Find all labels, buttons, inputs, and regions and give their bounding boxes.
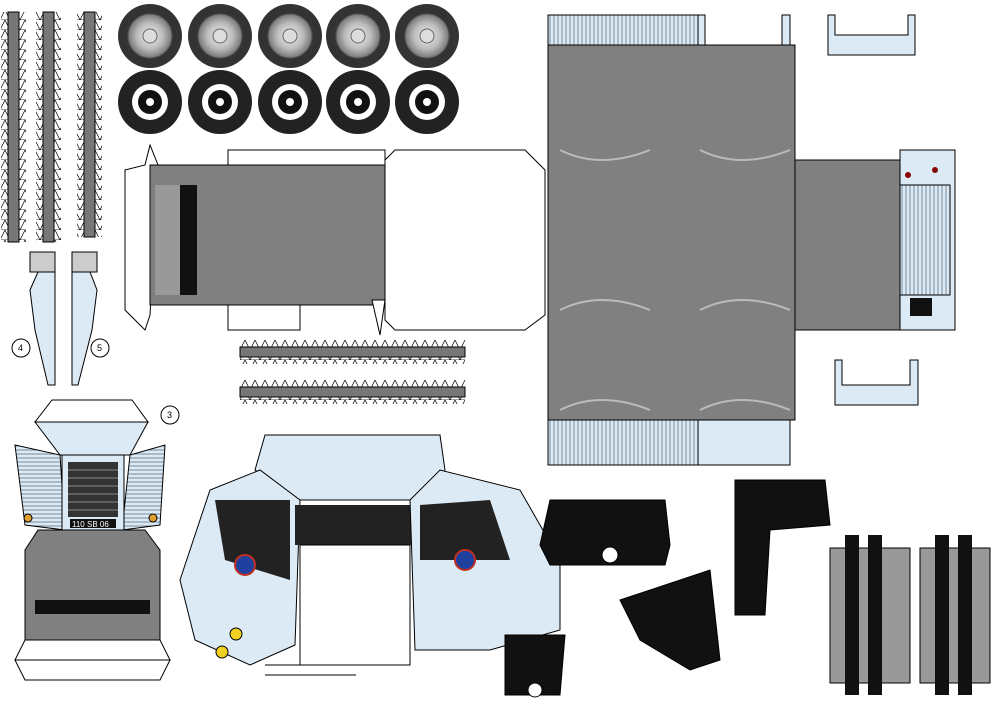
headlights (215, 627, 356, 676)
part-number-4: 4 (18, 343, 23, 353)
wheel-rims (118, 4, 459, 68)
part-number-5: 5 (97, 343, 102, 353)
rear-piece (794, 14, 956, 406)
fender-pieces: 4 5 (11, 251, 110, 386)
body-side-piece (124, 143, 546, 336)
chassis-strips (1, 11, 102, 243)
wheel-backs (118, 70, 459, 134)
cargo-cover-piece (547, 14, 796, 466)
tire-pieces (829, 535, 991, 695)
front-grille-piece: 3 110 SB 06 (14, 399, 180, 681)
seat-pieces (504, 479, 831, 698)
rods (239, 340, 466, 404)
part-number-3: 3 (167, 410, 172, 420)
license-plate: 110 SB 06 (72, 520, 109, 529)
cab-front-piece (179, 434, 561, 666)
